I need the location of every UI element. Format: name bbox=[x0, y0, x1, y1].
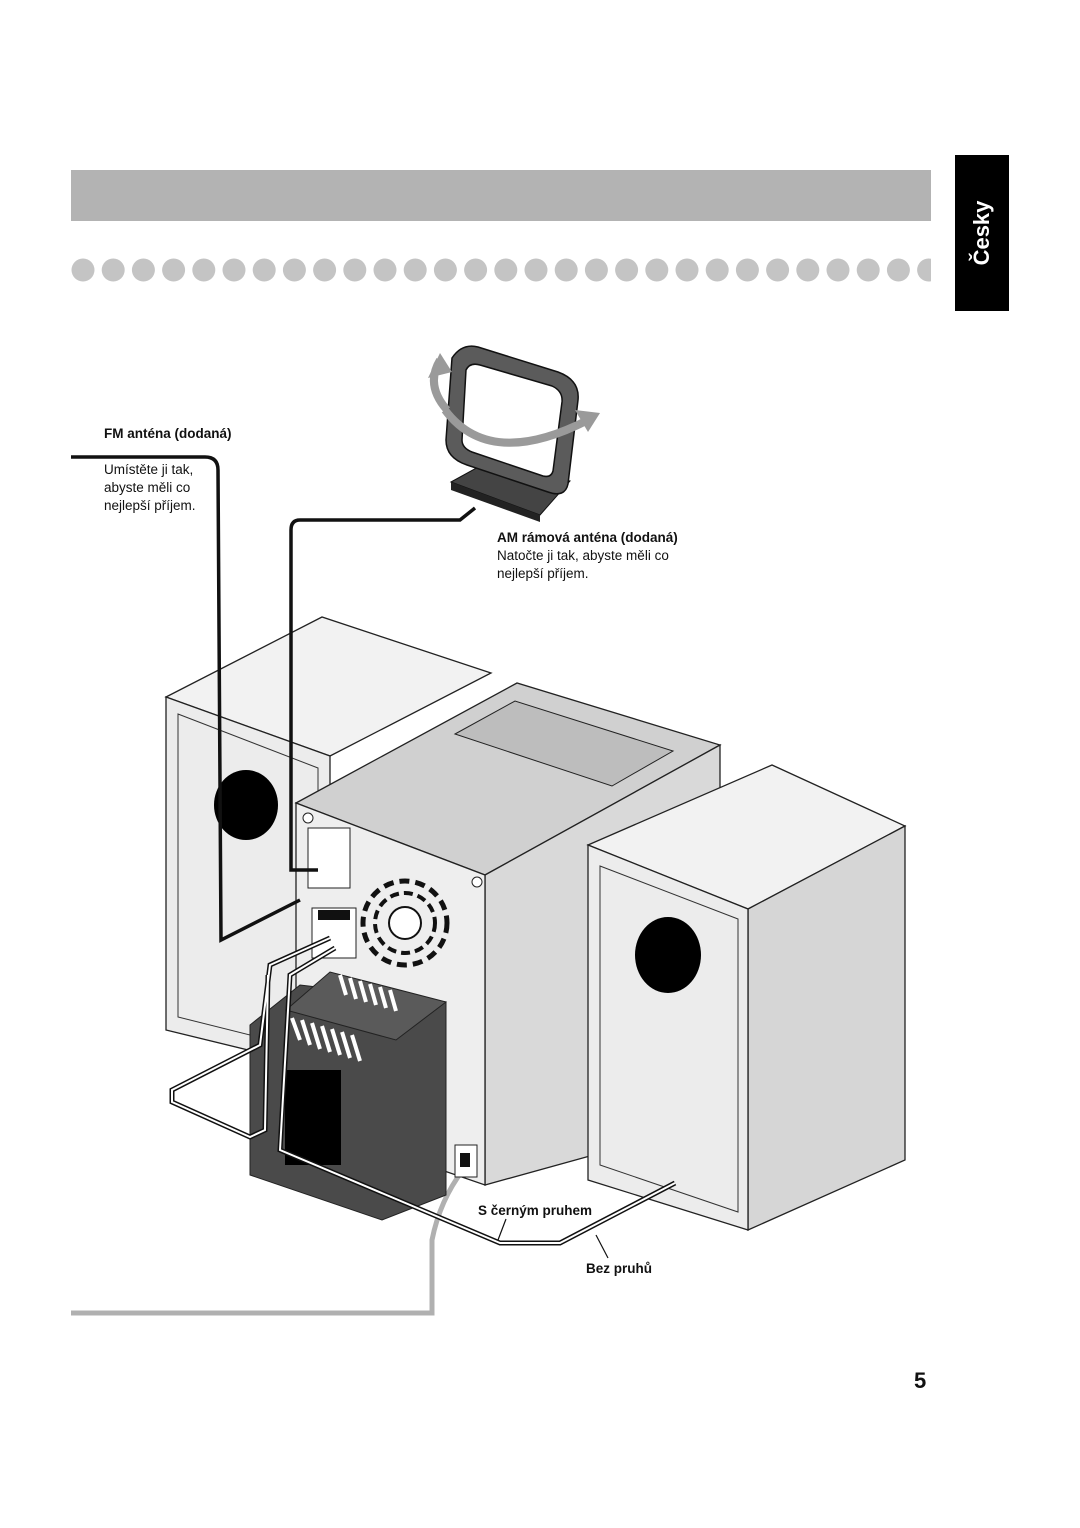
plain-cable-label: Bez pruhů bbox=[586, 1261, 652, 1276]
divider-dot bbox=[856, 258, 880, 282]
divider-dot bbox=[192, 258, 216, 282]
divider-dot bbox=[282, 258, 306, 282]
divider-dot bbox=[615, 258, 639, 282]
am-antenna-text-1: Natočte ji tak, abyste měli co bbox=[497, 548, 669, 563]
divider-dot bbox=[554, 258, 578, 282]
divider-dot bbox=[675, 258, 699, 282]
divider-dot bbox=[584, 258, 608, 282]
fm-antenna-title: FM anténa (dodaná) bbox=[104, 426, 232, 441]
divider-dot bbox=[826, 258, 850, 282]
fm-antenna-text-1: Umístěte ji tak, bbox=[104, 462, 194, 477]
divider-dot bbox=[796, 258, 820, 282]
divider-dot bbox=[766, 258, 790, 282]
divider-dot bbox=[313, 258, 337, 282]
divider-dot bbox=[705, 258, 729, 282]
section-header-bar bbox=[71, 170, 931, 221]
am-antenna-title: AM rámová anténa (dodaná) bbox=[497, 530, 678, 545]
divider-dot bbox=[71, 258, 95, 282]
divider-dot bbox=[645, 258, 669, 282]
dot-divider bbox=[71, 258, 931, 282]
right-speaker bbox=[586, 764, 907, 1232]
fan-grille bbox=[360, 878, 450, 968]
left-speaker-woofer bbox=[214, 770, 278, 840]
divider-dot bbox=[373, 258, 397, 282]
transformer-block bbox=[249, 971, 448, 1221]
language-tab: Česky bbox=[955, 155, 1009, 311]
rotation-arrow bbox=[441, 407, 590, 447]
fm-antenna-text-3: nejlepší příjem. bbox=[104, 498, 196, 513]
right-speaker-woofer bbox=[635, 917, 701, 993]
divider-dot bbox=[464, 258, 488, 282]
power-cord bbox=[71, 1168, 465, 1316]
divider-dot bbox=[917, 258, 931, 282]
divider-dot bbox=[252, 258, 276, 282]
fm-antenna-wire bbox=[71, 455, 301, 943]
divider-dot bbox=[101, 258, 125, 282]
divider-dot bbox=[131, 258, 155, 282]
page-number: 5 bbox=[914, 1368, 927, 1393]
divider-dot bbox=[222, 258, 246, 282]
divider-dot bbox=[494, 258, 518, 282]
divider-dot bbox=[735, 258, 759, 282]
am-loop-antenna bbox=[428, 345, 600, 522]
divider-dot bbox=[433, 258, 457, 282]
fm-antenna-text-2: abyste měli co bbox=[104, 480, 191, 495]
divider-dot bbox=[343, 258, 367, 282]
divider-dot bbox=[162, 258, 186, 282]
divider-dot bbox=[403, 258, 427, 282]
divider-dot bbox=[886, 258, 910, 282]
am-antenna-wire bbox=[289, 506, 477, 872]
am-antenna-text-2: nejlepší příjem. bbox=[497, 566, 589, 581]
striped-cable-label: S černým pruhem bbox=[478, 1203, 593, 1218]
divider-dot bbox=[524, 258, 548, 282]
